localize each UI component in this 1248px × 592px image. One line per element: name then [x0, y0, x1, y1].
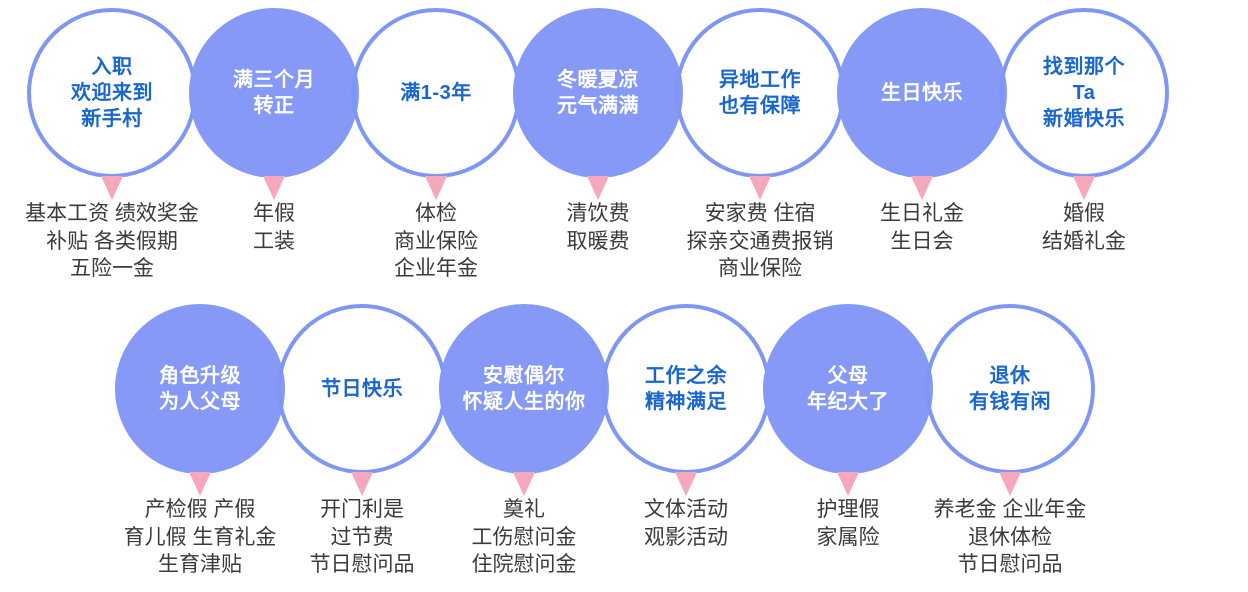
- stage-bubble[interactable]: 工作之余 精神满足: [601, 304, 771, 474]
- stage-title: 节日快乐: [321, 378, 403, 400]
- stage-benefits-list: 开门利是 过节费 节日慰问品: [309, 498, 415, 577]
- stage-benefits-list: 婚假 结婚礼金: [1042, 202, 1126, 253]
- stage-title: 退休 有钱有闲: [969, 365, 1051, 413]
- stage-title: 安慰偶尔 怀疑人生的你: [462, 365, 586, 413]
- stage-title: 冬暖夏凉 元气满满: [557, 69, 639, 117]
- stage-bubble[interactable]: 父母 年纪大了: [763, 304, 933, 474]
- stage-benefits-list: 年假 工装: [253, 202, 295, 253]
- timeline-node: 安慰偶尔 怀疑人生的你奠礼 工伤慰问金 住院慰问金: [439, 296, 609, 592]
- stage-bubble[interactable]: 找到那个 Ta 新婚快乐: [999, 8, 1169, 178]
- timeline-node: 满三个月 转正年假 工装: [189, 0, 359, 296]
- down-arrow-icon: [351, 472, 373, 496]
- stage-bubble[interactable]: 入职 欢迎来到 新手村: [27, 8, 197, 178]
- stage-benefits-list: 护理假 家属险: [816, 498, 880, 549]
- timeline-node: 入职 欢迎来到 新手村基本工资 绩效奖金 补贴 各类假期 五险一金: [25, 0, 199, 296]
- down-arrow-icon: [911, 176, 933, 200]
- stage-bubble[interactable]: 冬暖夏凉 元气满满: [513, 8, 683, 178]
- stage-benefits-list: 奠礼 工伤慰问金 住院慰问金: [471, 498, 577, 577]
- down-arrow-icon: [675, 472, 697, 496]
- timeline-node: 冬暖夏凉 元气满满清饮费 取暖费: [513, 0, 683, 296]
- stage-title: 入职 欢迎来到 新手村: [71, 56, 153, 130]
- stage-title: 工作之余 精神满足: [645, 365, 727, 413]
- down-arrow-icon: [101, 176, 123, 200]
- down-arrow-icon: [837, 472, 859, 496]
- stage-benefits-list: 生日礼金 生日会: [880, 202, 964, 253]
- stage-title: 生日快乐: [881, 82, 963, 104]
- timeline-node: 生日快乐生日礼金 生日会: [837, 0, 1007, 296]
- stage-title: 找到那个 Ta 新婚快乐: [1043, 56, 1125, 130]
- down-arrow-icon: [425, 176, 447, 200]
- timeline-row-top: 入职 欢迎来到 新手村基本工资 绩效奖金 补贴 各类假期 五险一金满三个月 转正…: [25, 0, 1169, 296]
- down-arrow-icon: [513, 472, 535, 496]
- stage-title: 异地工作 也有保障: [719, 69, 801, 117]
- timeline-node: 退休 有钱有闲养老金 企业年金 退休体检 节日慰问品: [925, 296, 1095, 592]
- stage-bubble[interactable]: 异地工作 也有保障: [675, 8, 845, 178]
- down-arrow-icon: [587, 176, 609, 200]
- stage-bubble[interactable]: 安慰偶尔 怀疑人生的你: [439, 304, 609, 474]
- stage-bubble[interactable]: 退休 有钱有闲: [925, 304, 1095, 474]
- timeline-node: 角色升级 为人父母产检假 产假 育儿假 生育礼金 生育津贴: [115, 296, 285, 592]
- stage-bubble[interactable]: 节日快乐: [277, 304, 447, 474]
- down-arrow-icon: [263, 176, 285, 200]
- stage-benefits-list: 文体活动 观影活动: [644, 498, 728, 549]
- down-arrow-icon: [189, 472, 211, 496]
- down-arrow-icon: [749, 176, 771, 200]
- timeline-row-bottom: 角色升级 为人父母产检假 产假 育儿假 生育礼金 生育津贴 节日快乐开门利是 过节…: [0, 296, 1248, 592]
- stage-title: 满1-3年: [400, 82, 472, 104]
- stage-benefits-list: 基本工资 绩效奖金 补贴 各类假期 五险一金: [25, 202, 199, 281]
- timeline-node: 异地工作 也有保障安家费 住宿 探亲交通费报销 商业保险: [675, 0, 845, 296]
- down-arrow-icon: [999, 472, 1021, 496]
- stage-benefits-list: 养老金 企业年金 退休体检 节日慰问品: [933, 498, 1087, 577]
- timeline-node: 父母 年纪大了护理假 家属险: [763, 296, 933, 592]
- stage-title: 满三个月 转正: [233, 69, 315, 117]
- stage-bubble[interactable]: 满三个月 转正: [189, 8, 359, 178]
- stage-benefits-list: 体检 商业保险 企业年金: [394, 202, 478, 281]
- stage-benefits-list: 清饮费 取暖费: [566, 202, 630, 253]
- stage-bubble[interactable]: 角色升级 为人父母: [115, 304, 285, 474]
- stage-benefits-list: 安家费 住宿 探亲交通费报销 商业保险: [686, 202, 834, 281]
- stage-benefits-list: 产检假 产假 育儿假 生育礼金 生育津贴: [123, 498, 277, 577]
- stage-bubble[interactable]: 生日快乐: [837, 8, 1007, 178]
- down-arrow-icon: [1073, 176, 1095, 200]
- stage-title: 角色升级 为人父母: [159, 365, 241, 413]
- timeline-node: 找到那个 Ta 新婚快乐婚假 结婚礼金: [999, 0, 1169, 296]
- stage-title: 父母 年纪大了: [807, 365, 889, 413]
- stage-bubble[interactable]: 满1-3年: [351, 8, 521, 178]
